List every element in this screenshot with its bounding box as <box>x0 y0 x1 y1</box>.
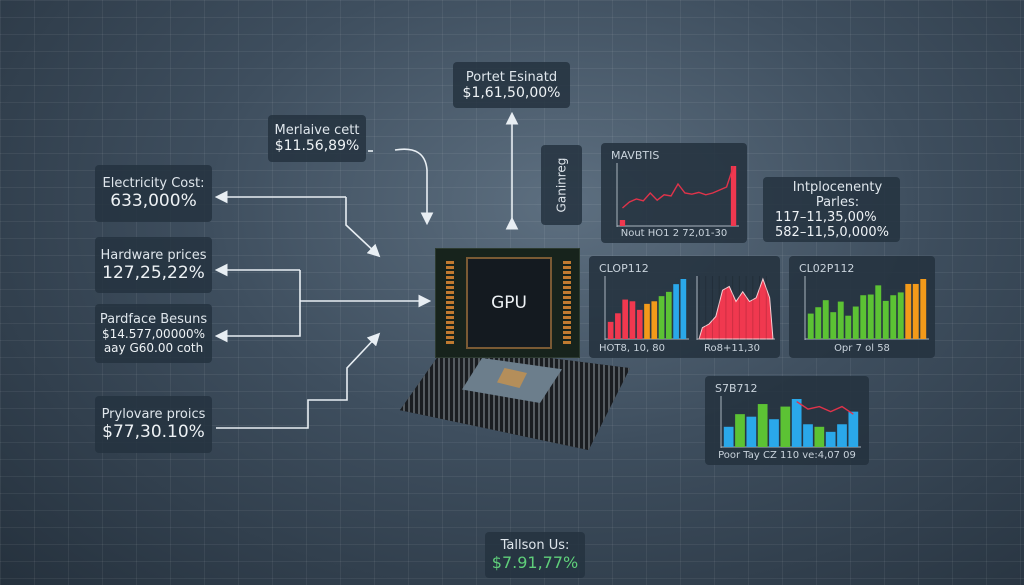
bar <box>619 220 626 226</box>
bar <box>845 315 852 339</box>
box-label: Tallson Us: <box>500 538 570 553</box>
bar <box>875 285 882 339</box>
bar <box>723 426 734 447</box>
bar <box>867 294 874 339</box>
pardface-box: Pardface Besuns $14.577,00000% aay G60.0… <box>95 304 212 363</box>
bar <box>746 416 757 447</box>
bar <box>757 404 768 447</box>
box-value-secondary: aay G60.00 coth <box>103 341 204 355</box>
bar <box>791 399 802 447</box>
box-label: Pardface Besuns <box>99 312 208 327</box>
bar <box>658 296 665 339</box>
box-label: Merlaive cett <box>274 123 360 138</box>
gpu-pins-right <box>563 261 571 346</box>
bar <box>673 284 679 339</box>
bar <box>780 406 791 447</box>
electricity-cost-box: Electricity Cost: 633,000% <box>95 165 212 222</box>
chart-panel-clop: CLOP112 HOT8, 10, 80 Ro8+11,30 <box>589 256 780 358</box>
bar <box>730 166 737 226</box>
bar <box>607 321 614 339</box>
bar <box>890 295 897 339</box>
bar <box>615 313 621 339</box>
box-label: Hardware prices <box>100 247 207 263</box>
bar <box>905 283 912 339</box>
bar <box>807 313 814 339</box>
chart-clop-bars <box>604 276 689 340</box>
bar <box>769 419 779 447</box>
bar <box>897 292 904 339</box>
box-label: Prylovare proics <box>101 407 206 422</box>
projected-estimate-box: Portet Esinatd $1,61,50,00% <box>453 62 570 108</box>
chart-mavbtis <box>616 163 739 227</box>
chart-title: CL02P112 <box>799 262 855 275</box>
box-value: $1,61,50,00% <box>462 84 561 101</box>
chart-footer: Poor Tay CZ 110 ve:4,07 09 <box>718 450 856 461</box>
bar <box>825 431 836 447</box>
box-value-secondary: 582–11,5,0,000% <box>775 224 889 240</box>
gpu-label: GPU <box>491 293 527 313</box>
chart-footer: Nout HO1 2 72,01-30 <box>620 228 728 239</box>
chart-title: MAVBTIS <box>611 149 660 162</box>
box-value: $11.56,89% <box>274 138 360 154</box>
box-value: 633,000% <box>110 191 197 211</box>
line-series <box>796 400 854 415</box>
chart-panel-cl02p: CL02P112 Opr 7 ol 58 <box>789 256 935 358</box>
bar <box>803 424 813 447</box>
bar <box>680 279 687 339</box>
box-value: $14.577,00000% <box>101 327 205 341</box>
bar <box>814 426 825 447</box>
chart-title: S7B712 <box>715 382 758 395</box>
bar <box>920 279 927 339</box>
bar <box>629 301 636 339</box>
bar <box>622 299 629 339</box>
gpu-package: GPU <box>466 257 552 349</box>
box-label: Intplocenenty Parles: <box>792 179 883 210</box>
chart-panel-s7b712: S7B712 Poor Tay CZ 110 ve:4,07 09 <box>705 376 869 465</box>
box-label: Electricity Cost: <box>102 176 205 191</box>
chart-footer: HOT8, 10, 80 <box>599 343 666 354</box>
merlaive-cost-box: Merlaive cett $11.56,89% <box>268 115 366 162</box>
box-value: 127,25,22% <box>102 262 205 283</box>
bar <box>837 424 847 447</box>
chart-s7b712 <box>720 396 861 448</box>
box-value: $77,30.10% <box>102 422 205 442</box>
chart-footer: Ro8+11,30 <box>704 343 760 354</box>
box-value: 117–11,35,00% <box>775 209 877 225</box>
bar <box>665 291 672 339</box>
chart-clop-area <box>696 276 775 340</box>
prylovare-prices-box: Prylovare proics $77,30.10% <box>95 396 212 453</box>
bar <box>644 303 650 339</box>
bar <box>815 307 822 339</box>
bar <box>852 306 859 339</box>
bar <box>830 312 837 339</box>
box-label: Portet Esinatd <box>465 69 558 85</box>
bar <box>822 300 829 339</box>
bar <box>651 301 658 339</box>
bar <box>860 295 867 339</box>
bar <box>837 301 844 339</box>
intplocenenty-box: Intplocenenty Parles: 117–11,35,00% 582–… <box>763 177 900 242</box>
area-series <box>698 277 774 340</box>
gpu-pins-left <box>446 261 454 346</box>
bar <box>882 300 889 339</box>
tallson-box: Tallson Us: $7.91,77% <box>485 532 585 578</box>
gpu-board: GPU <box>435 248 580 358</box>
box-label: Ganinreg <box>554 157 569 213</box>
vertical-label-box: Ganinreg <box>541 145 582 225</box>
bar <box>912 283 919 339</box>
bar <box>848 411 859 447</box>
chart-title: CLOP112 <box>599 262 649 275</box>
line-series <box>622 165 735 209</box>
chart-panel-mavbtis: MAVBTIS Nout HO1 2 72,01-30 <box>601 143 747 243</box>
gpu-core <box>497 368 527 388</box>
hardware-prices-box: Hardware prices 127,25,22% <box>95 237 212 293</box>
chart-footer: Opr 7 ol 58 <box>834 343 890 354</box>
bar <box>636 309 643 339</box>
box-value: $7.91,77% <box>491 553 579 572</box>
bar <box>735 414 745 447</box>
chart-cl02p <box>804 276 929 340</box>
